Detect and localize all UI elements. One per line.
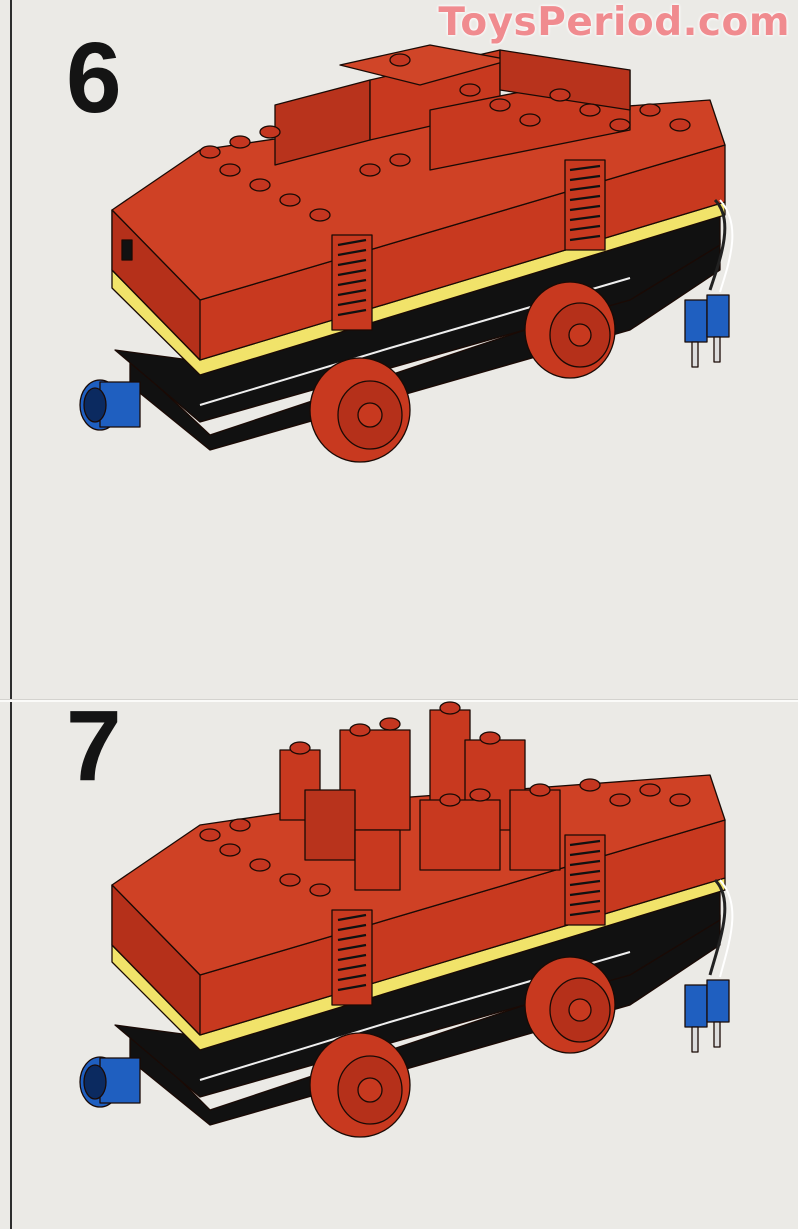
step-7-locomotive-illustration (79, 701, 734, 1138)
step-6-locomotive-illustration (79, 44, 734, 463)
watermark-text: ToysPeriod.com (438, 0, 790, 45)
paper-fold-line (0, 699, 798, 702)
binding-edge-line (10, 0, 12, 1229)
step-number-7: 7 (66, 690, 122, 802)
step-number-6: 6 (66, 22, 122, 134)
